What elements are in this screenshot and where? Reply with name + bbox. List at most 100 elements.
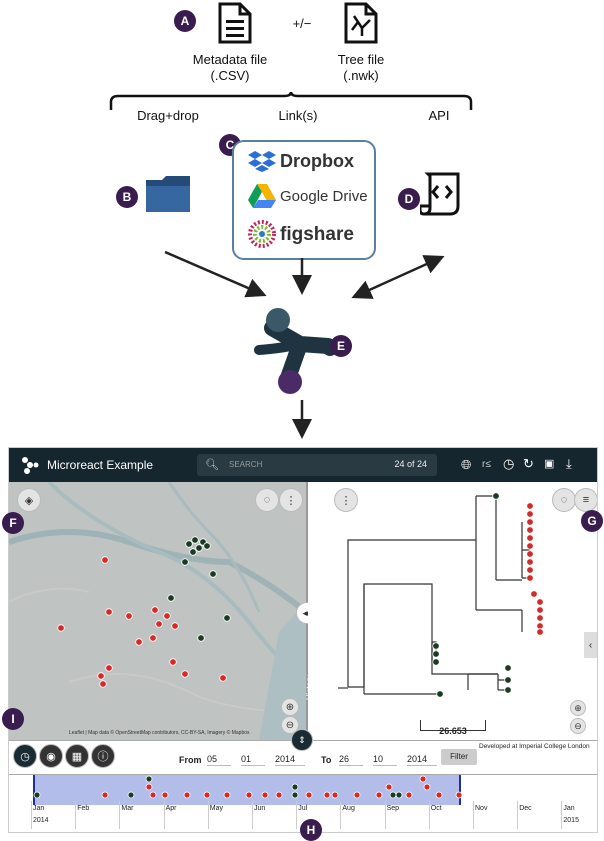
tree-tip-red[interactable]: [536, 628, 544, 636]
from-day-input[interactable]: 05: [207, 753, 231, 766]
timeline-point-red[interactable]: [275, 791, 283, 799]
map-panel[interactable]: ◈ ◌ ⋮ ⊕ ⊖ Leaflet | Map data © OpenStree…: [9, 482, 306, 740]
tree-tip-red[interactable]: [526, 574, 534, 582]
map-point-red[interactable]: [219, 674, 227, 682]
map-point-red[interactable]: [101, 556, 109, 564]
tree-zoom-in-button[interactable]: ⊕: [570, 700, 586, 716]
timeline-point-green[interactable]: [291, 791, 299, 799]
map-point-green[interactable]: [189, 548, 197, 556]
tree-tip-red[interactable]: [526, 510, 534, 518]
map-point-red[interactable]: [171, 622, 179, 630]
timeline-point-red[interactable]: [375, 791, 383, 799]
map-point-red[interactable]: [105, 608, 113, 616]
to-day-input[interactable]: 26: [339, 753, 363, 766]
map-point-red[interactable]: [163, 612, 171, 620]
map-point-red[interactable]: [99, 680, 107, 688]
tree-tip-green[interactable]: [432, 642, 440, 650]
timeline-point-red[interactable]: [423, 783, 431, 791]
resize-vertical-handle[interactable]: ⇕: [291, 729, 313, 751]
map-point-red[interactable]: [169, 658, 177, 666]
to-year-input[interactable]: 2014: [407, 753, 437, 766]
tree-tip-green[interactable]: [432, 658, 440, 666]
tree-tip-red[interactable]: [536, 598, 544, 606]
map-point-red[interactable]: [105, 664, 113, 672]
tree-tip-red[interactable]: [526, 526, 534, 534]
map-point-red[interactable]: [181, 670, 189, 678]
tree-tip-red[interactable]: [526, 518, 534, 526]
map-point-red[interactable]: [155, 620, 163, 628]
search-bar[interactable]: 🔍︎ SEARCH 24 of 24: [197, 454, 437, 476]
tree-tip-red[interactable]: [526, 542, 534, 550]
info-button[interactable]: ⓘ: [91, 744, 115, 768]
map-point-red[interactable]: [149, 634, 157, 642]
map-point-red[interactable]: [125, 612, 133, 620]
tree-tip-green[interactable]: [504, 664, 512, 672]
map-point-red[interactable]: [135, 638, 143, 646]
download-icon[interactable]: ⤓: [566, 456, 572, 471]
timeline-point-red[interactable]: [455, 791, 463, 799]
timeline-point-green[interactable]: [145, 775, 153, 783]
map-point-green[interactable]: [185, 540, 193, 548]
timeline-point-red[interactable]: [149, 791, 157, 799]
filter-button[interactable]: Filter: [441, 749, 477, 765]
clock-button[interactable]: ◷: [13, 744, 37, 768]
timeline-point-red[interactable]: [261, 791, 269, 799]
tree-tip-red[interactable]: [526, 550, 534, 558]
timeline-point-green[interactable]: [33, 791, 41, 799]
timeline-point-red[interactable]: [385, 783, 393, 791]
timeline-point-red[interactable]: [183, 791, 191, 799]
tree-settings-button[interactable]: ≡: [574, 488, 597, 512]
layers-button[interactable]: ◈: [17, 488, 41, 512]
image-icon[interactable]: ▣: [544, 458, 555, 470]
tree-tip-red[interactable]: [536, 606, 544, 614]
map-menu-button[interactable]: ⋮: [279, 488, 303, 512]
timeline-point-red[interactable]: [419, 775, 427, 783]
timeline-point-red[interactable]: [145, 783, 153, 791]
tree-tip-red[interactable]: [530, 590, 538, 598]
tree-menu-button[interactable]: ⋮: [334, 488, 358, 512]
tree-tip-green[interactable]: [504, 686, 512, 694]
globe-icon[interactable]: 🌐︎: [461, 457, 472, 472]
grid-button[interactable]: ▦: [65, 744, 89, 768]
zoom-in-button[interactable]: ⊕: [281, 698, 299, 716]
eye-button[interactable]: ◉: [39, 744, 63, 768]
tree-tip-green[interactable]: [436, 690, 444, 698]
map-point-green[interactable]: [181, 558, 189, 566]
timeline-point-green[interactable]: [389, 791, 397, 799]
timeline-point-green[interactable]: [291, 783, 299, 791]
timeline-point-red[interactable]: [101, 791, 109, 799]
refresh-icon[interactable]: ↻: [523, 456, 534, 471]
map-point-green[interactable]: [191, 536, 199, 544]
tree-tip-red[interactable]: [526, 534, 534, 542]
tree-tip-red[interactable]: [536, 614, 544, 622]
lasso-button[interactable]: ◌: [255, 488, 279, 512]
map-point-green[interactable]: [167, 594, 175, 602]
tree-tip-green[interactable]: [432, 650, 440, 658]
tree-lasso-button[interactable]: ◌: [552, 488, 576, 512]
timeline-point-red[interactable]: [405, 791, 413, 799]
timeline-icon[interactable]: ◷: [503, 456, 515, 471]
timeline-point-red[interactable]: [223, 791, 231, 799]
map-point-green[interactable]: [223, 614, 231, 622]
timeline-point-red[interactable]: [245, 791, 253, 799]
zoom-out-button[interactable]: ⊖: [281, 716, 299, 734]
map-point-red[interactable]: [151, 606, 159, 614]
tree-tip-green[interactable]: [492, 492, 500, 500]
tree-panel[interactable]: ⋮ ◌ ≡ ‹ ⊕ ⊖ 26.653: [308, 482, 597, 740]
from-year-input[interactable]: 2014: [275, 753, 305, 766]
map-point-green[interactable]: [197, 634, 205, 642]
map-point-green[interactable]: [203, 542, 211, 550]
map-point-red[interactable]: [97, 672, 105, 680]
to-month-input[interactable]: 10: [373, 753, 397, 766]
from-month-input[interactable]: 01: [241, 753, 265, 766]
timeline-point-red[interactable]: [203, 791, 211, 799]
map-point-red[interactable]: [57, 624, 65, 632]
timeline-point-green[interactable]: [395, 791, 403, 799]
timeline-point-green[interactable]: [127, 791, 135, 799]
timeline-point-red[interactable]: [323, 791, 331, 799]
tree-tip-green[interactable]: [504, 676, 512, 684]
collapse-panel-button[interactable]: ‹: [584, 632, 597, 658]
timeline-point-red[interactable]: [353, 791, 361, 799]
tree-tip-red[interactable]: [526, 566, 534, 574]
map-point-green[interactable]: [195, 544, 203, 552]
